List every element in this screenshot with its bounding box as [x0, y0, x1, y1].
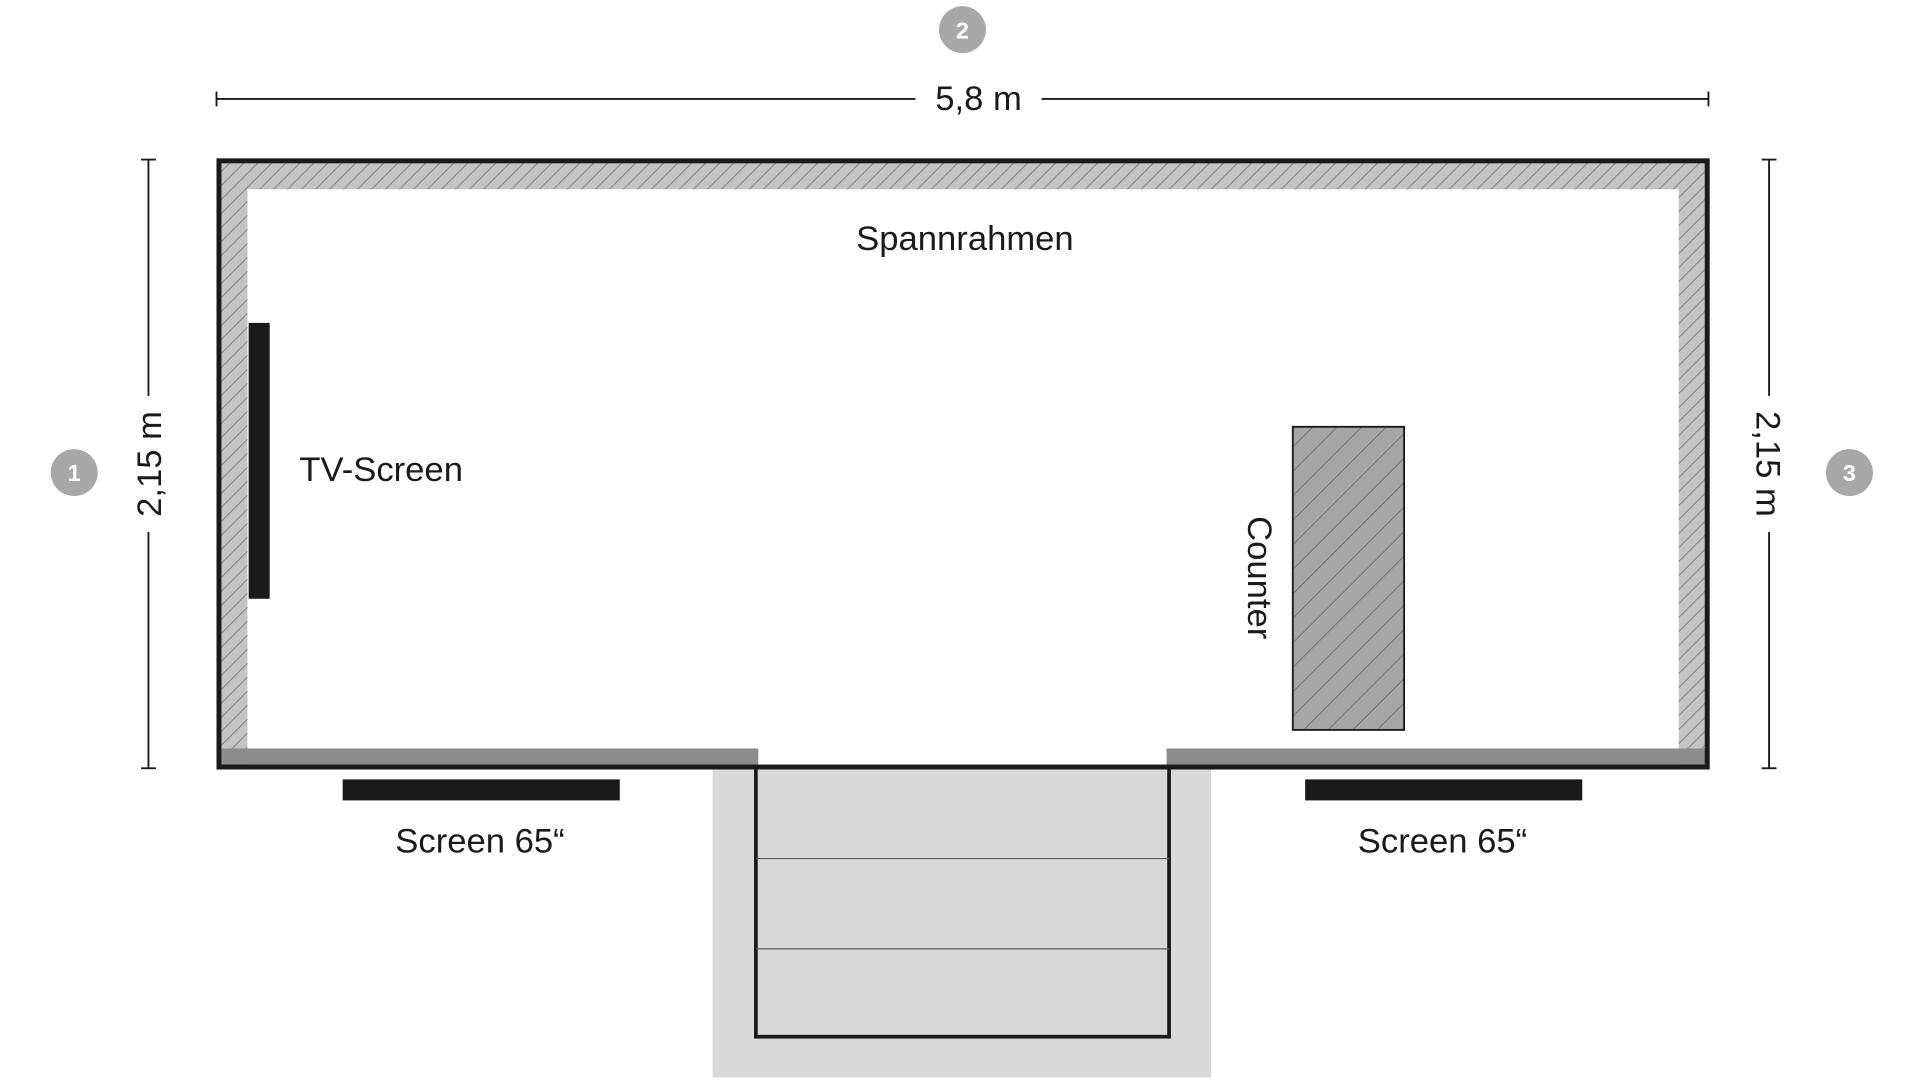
left-wall	[220, 162, 248, 766]
front-strip-left	[220, 748, 759, 765]
stairs-outline	[754, 765, 1171, 1039]
counter-label: Counter	[1240, 516, 1278, 639]
screen-left-shape	[342, 779, 620, 801]
right-wall	[1678, 162, 1706, 766]
back-wall-label: Spannrahmen	[856, 220, 1074, 258]
badge-top: 2	[938, 6, 986, 54]
width-dimension: 5,8 m	[215, 80, 1710, 118]
left-height-dimension: 2,15 m	[131, 158, 169, 770]
badge-left-number: 1	[68, 460, 81, 486]
screen-left-label: Screen 65“	[395, 822, 564, 860]
screen-right-label: Screen 65“	[1358, 822, 1527, 860]
left-height-dimension-label: 2,15 m	[131, 411, 169, 517]
badge-right-number: 3	[1843, 460, 1856, 486]
tv-screen-label: TV-Screen	[299, 451, 463, 489]
width-dimension-label: 5,8 m	[935, 80, 1022, 118]
screen-right-shape	[1305, 779, 1583, 801]
front-strip-right	[1166, 748, 1706, 765]
right-height-dimension-label: 2,15 m	[1749, 411, 1787, 517]
badge-top-number: 2	[956, 17, 969, 43]
back-wall	[220, 162, 1706, 190]
badge-left: 1	[50, 449, 98, 497]
badge-right: 3	[1825, 449, 1873, 497]
right-height-dimension: 2,15 m	[1749, 158, 1787, 770]
counter-shape	[1291, 425, 1406, 731]
booth-outline	[216, 158, 1710, 770]
tv-screen-shape	[248, 322, 270, 599]
